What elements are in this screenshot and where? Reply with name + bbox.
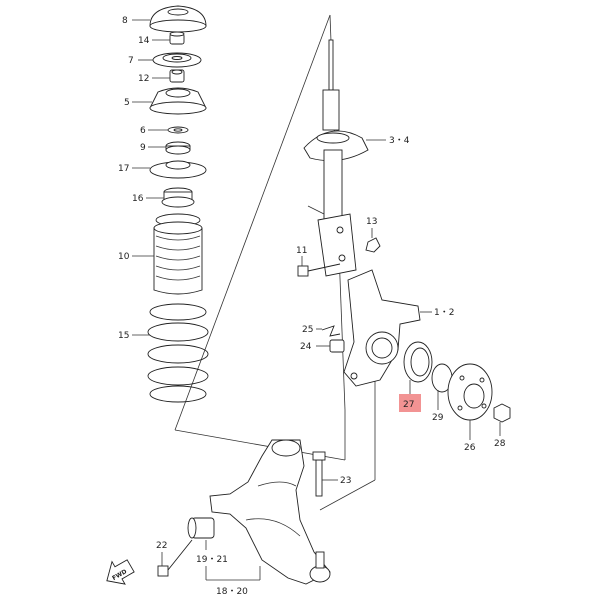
label-9: 9 [140, 143, 146, 153]
part-5-mount [149, 87, 207, 115]
highlight-box-27 [399, 394, 421, 412]
part-23-bolt [312, 451, 338, 497]
part-control-arm [209, 439, 331, 585]
label-5: 5 [124, 98, 130, 108]
label-27: 27 [403, 400, 414, 410]
part-24-bracket [316, 339, 345, 353]
part-25-clip [316, 325, 341, 337]
part-19-21-bushing [187, 517, 215, 539]
part-6-washer [167, 126, 189, 134]
part-11-bolt [297, 256, 341, 277]
label-29: 29 [432, 413, 444, 423]
label-26: 26 [464, 443, 476, 453]
label-19-21: 19・21 [196, 555, 228, 565]
label-22: 22 [156, 541, 167, 551]
part-16-stop [161, 187, 195, 208]
part-28-nut [493, 403, 511, 436]
label-23: 23 [340, 476, 351, 486]
label-13: 13 [366, 217, 377, 227]
part-27-bearing [403, 341, 433, 394]
part-26-hub [447, 363, 493, 440]
label-28: 28 [494, 439, 506, 449]
label-18-20: 18・20 [216, 587, 248, 597]
label-12: 12 [138, 74, 149, 84]
label-16: 16 [132, 194, 144, 204]
leader-lines-left [132, 19, 170, 336]
part-8-cap [149, 5, 207, 33]
label-11: 11 [296, 246, 307, 256]
part-9-bushing [165, 141, 191, 155]
part-ball-joint [309, 551, 331, 583]
part-12-nut [169, 69, 185, 83]
label-10: 10 [118, 252, 130, 262]
part-22-bolt [157, 539, 193, 577]
part-strut-assembly [303, 39, 369, 277]
part-15-spring [147, 303, 209, 403]
label-6: 6 [140, 126, 146, 136]
label-1-2: 1・2 [434, 308, 454, 318]
label-14: 14 [138, 36, 150, 46]
part-14-nut [169, 31, 185, 45]
leader-18-20 [205, 540, 261, 581]
label-7: 7 [128, 56, 134, 66]
part-13-nut [365, 228, 381, 253]
part-17-plate [149, 160, 207, 179]
label-3-4: 3・4 [389, 136, 410, 146]
part-knuckle [343, 269, 432, 387]
part-10-boot [153, 213, 203, 295]
part-7-washer [152, 52, 202, 68]
label-15: 15 [118, 331, 129, 341]
label-25: 25 [302, 325, 313, 335]
label-8: 8 [122, 16, 128, 26]
fwd-arrow-icon [106, 559, 135, 585]
label-17: 17 [118, 164, 129, 174]
part-labels: 8 14 7 12 5 6 9 17 16 10 15 3・4 13 11 1・… [111, 16, 506, 597]
label-24: 24 [300, 342, 312, 352]
